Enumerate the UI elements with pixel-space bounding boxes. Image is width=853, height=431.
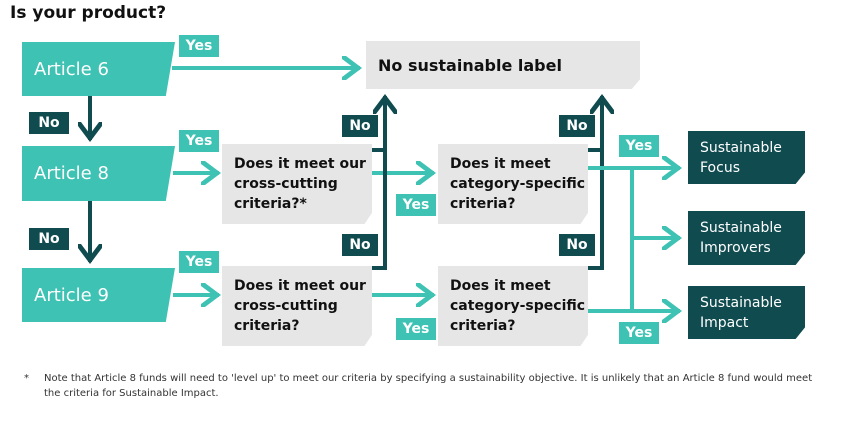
yes-badge-cross-cutting-a9: Yes (396, 318, 436, 340)
article-8-label: Article 8 (34, 163, 109, 184)
outcome-impact-text: Sustainable Impact (700, 294, 782, 331)
no-badge-cross-cutting-a9: No (342, 234, 378, 256)
no-badge-article-6: No (29, 112, 69, 134)
article-9-label: Article 9 (34, 284, 109, 306)
category-question-a8: Does it meet category-specific criteria? (438, 144, 588, 224)
footnote-text: Note that Article 8 funds will need to '… (44, 373, 813, 399)
yes-badge-category-a8: Yes (619, 135, 659, 157)
article-8-box: Article 8 (22, 146, 175, 201)
cross-cutting-question-a8-text: Does it meet our cross-cutting criteria?… (234, 156, 366, 212)
outcome-focus-text: Sustainable Focus (700, 139, 782, 176)
yes-badge-article-6: Yes (179, 35, 219, 57)
no-badge-article-8: No (29, 228, 69, 250)
category-question-a8-text: Does it meet category-specific criteria? (450, 156, 586, 212)
no-badge-cross-cutting-a8: No (342, 115, 378, 137)
diagram-title: Is your product? (10, 3, 167, 23)
outcome-sustainable-focus: Sustainable Focus (688, 131, 805, 184)
no-badge-category-a8: No (559, 115, 595, 137)
yes-badge-article-8: Yes (179, 130, 219, 152)
yes-badge-cross-cutting-a8: Yes (396, 194, 436, 216)
outcome-improvers-text: Sustainable Improvers (700, 220, 782, 256)
no-sustainable-label-box: No sustainable label (366, 41, 640, 89)
no-sustainable-label-text: No sustainable label (378, 55, 562, 75)
footnote-marker: * (24, 373, 29, 384)
outcome-sustainable-impact: Sustainable Impact (688, 286, 805, 339)
footnote: * Note that Article 8 funds will need to… (24, 371, 814, 401)
article-9-box: Article 9 (22, 268, 175, 322)
cross-cutting-question-a9-text: Does it meet our cross-cutting criteria? (234, 278, 366, 334)
cross-cutting-question-a8: Does it meet our cross-cutting criteria?… (222, 144, 372, 224)
cross-cutting-question-a9: Does it meet our cross-cutting criteria? (222, 266, 372, 346)
category-question-a9-text: Does it meet category-specific criteria? (450, 278, 586, 334)
article-6-label: Article 6 (34, 58, 109, 80)
no-badge-category-a9: No (559, 234, 595, 256)
category-question-a9: Does it meet category-specific criteria? (438, 266, 588, 346)
article-6-box: Article 6 (22, 42, 175, 96)
yes-badge-article-9: Yes (179, 251, 219, 273)
outcome-sustainable-improvers: Sustainable Improvers (688, 211, 805, 265)
yes-badge-category-a9: Yes (619, 322, 659, 344)
